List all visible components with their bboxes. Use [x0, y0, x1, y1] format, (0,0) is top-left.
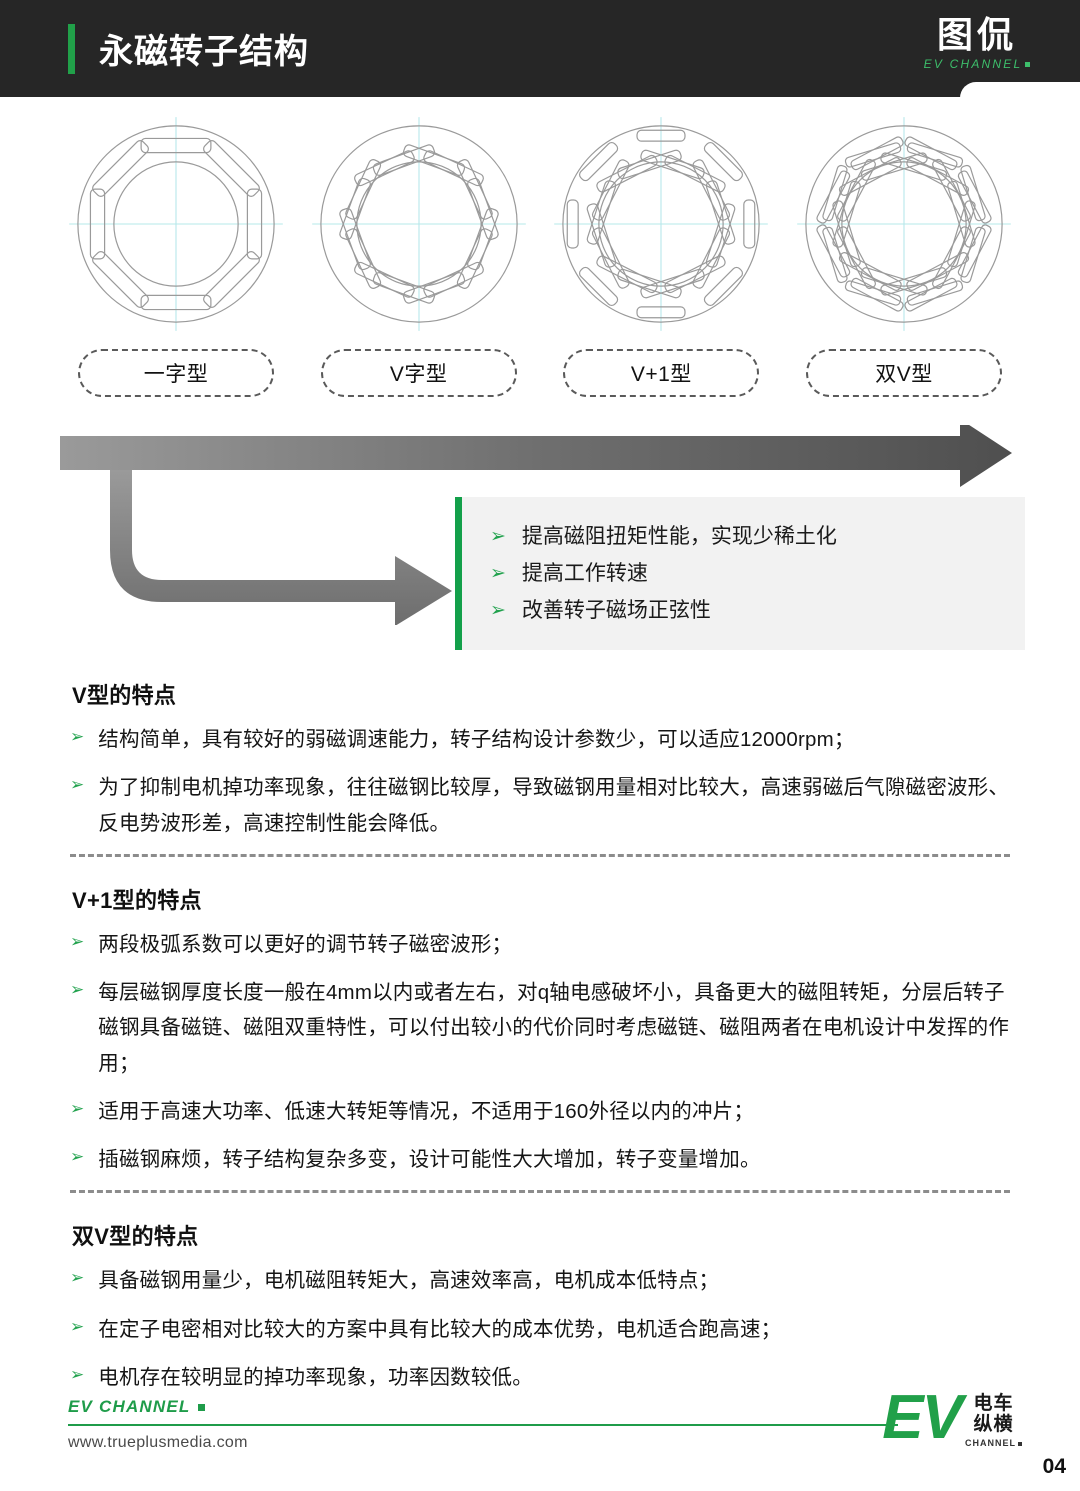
callout-item-text: 改善转子磁场正弦性 — [521, 599, 711, 622]
page-title: 永磁转子结构 — [99, 33, 309, 71]
bullet-point-text: 结构简单，具有较好的弱磁调速能力，转子结构设计参数少，可以适应12000rpm； — [98, 728, 855, 751]
footer-brand: EV CHANNEL — [68, 1397, 898, 1417]
brand-logo-mark: 图侃 — [936, 14, 1017, 55]
section-double-v-type: 双V型的特点 ➢ 具备磁钢用量少，电机磁阻转矩大，高速效率高，电机成本低特点； … — [70, 1199, 1010, 1395]
footer-logo-cn-line1: 电车 — [973, 1393, 1014, 1414]
rotor-diagram-row: 一字型 — [0, 97, 1080, 397]
footer-website-url: www.trueplusmedia.com — [68, 1434, 248, 1451]
arrow-bullet-icon: ➢ — [70, 1316, 85, 1336]
footer-logo-chinese-block: 电车 纵横 CHANNEL — [965, 1389, 1022, 1448]
callout-item-text: 提高磁阻扭矩性能，实现少稀土化 — [521, 525, 837, 548]
arrow-bullet-icon: ➢ — [70, 1268, 85, 1288]
section-v-plus-1-type: V+1型的特点 ➢ 两段极弧系数可以更好的调节转子磁密波形； ➢ 每层磁钢厚度长… — [70, 863, 1010, 1178]
section-divider — [70, 1190, 1010, 1194]
section-v-type: V型的特点 ➢ 结构简单，具有较好的弱磁调速能力，转子结构设计参数少，可以适应1… — [70, 658, 1010, 841]
rotor-diagram-double-v-icon — [797, 117, 1011, 331]
arrow-bullet-icon: ➢ — [490, 563, 506, 584]
bullet-point-text: 在定子电密相对比较大的方案中具有比较大的成本优势，电机适合跑高速； — [98, 1317, 782, 1341]
brand-logo-top: 图侃 EV CHANNEL — [902, 14, 1052, 71]
callout-item: ➢ 提高工作转速 — [490, 555, 1025, 592]
arrow-bullet-icon: ➢ — [490, 600, 506, 621]
evolution-arrow-icon — [60, 425, 1012, 625]
arrow-bullet-icon: ➢ — [490, 526, 506, 547]
bullet-point: ➢ 两段极弧系数可以更好的调节转子磁密波形； — [70, 927, 1010, 962]
bullet-point-text: 两段极弧系数可以更好的调节转子磁密波形； — [98, 932, 513, 956]
callout-item: ➢ 改善转子磁场正弦性 — [490, 592, 1025, 629]
section-title: V型的特点 — [72, 683, 177, 708]
section-title: V+1型的特点 — [72, 887, 202, 913]
rotor-diagram-v-icon — [311, 117, 526, 331]
header-accent-bar — [68, 23, 75, 74]
brand-logo-subtitle-text: EV CHANNEL — [923, 57, 1023, 72]
page-number: 04 — [1042, 1455, 1066, 1478]
arrow-bullet-icon: ➢ — [70, 980, 85, 999]
rotor-label-v: V字型 — [320, 349, 517, 397]
rotor-label-straight: 一字型 — [78, 349, 274, 397]
rotor-card-v: V字型 — [309, 115, 529, 397]
bullet-point: ➢ 结构简单，具有较好的弱磁调速能力，转子结构设计参数少，可以适应12000rp… — [70, 722, 1010, 757]
evolution-arrow-block: ➢ 提高磁阻扭矩性能，实现少稀土化 ➢ 提高工作转速 ➢ 改善转子磁场正弦性 — [0, 425, 1080, 650]
bullet-point: ➢ 具备磁钢用量少，电机磁阻转矩大，高速效率高，电机成本低特点； — [70, 1263, 1010, 1298]
rotor-card-v-plus-1: V+1型 — [551, 115, 771, 397]
bullet-point-text: 具备磁钢用量少，电机磁阻转矩大，高速效率高，电机成本低特点； — [98, 1269, 720, 1293]
rotor-label-double-v: 双V型 — [805, 349, 1002, 397]
page-footer: EV CHANNEL www.trueplusmedia.com EV 电车 纵… — [0, 1381, 1080, 1491]
arrow-bullet-icon: ➢ — [70, 1147, 85, 1166]
footer-logo-channel-text: CHANNEL — [965, 1437, 1016, 1448]
bullet-point: ➢ 插磁钢麻烦，转子结构复杂多变，设计可能性大大增加，转子变量增加。 — [70, 1142, 1010, 1177]
footer-brand-text: EV CHANNEL — [68, 1397, 191, 1416]
bullet-point-text: 适用于高速大功率、低速大转矩等情况，不适用于160外径以内的冲片； — [98, 1099, 755, 1123]
bullet-point-text: 电机存在较明显的掉功率现象，功率因数较低。 — [98, 1365, 533, 1389]
arrow-bullet-icon: ➢ — [70, 1098, 85, 1118]
header-corner-notch — [960, 82, 1080, 98]
square-marker-icon — [197, 1404, 205, 1411]
bullet-point: ➢ 电机存在较明显的掉功率现象，功率因数较低。 — [70, 1360, 1010, 1395]
callout-item-text: 提高工作转速 — [521, 562, 648, 585]
rotor-label-v-plus-1: V+1型 — [563, 349, 760, 397]
bullet-point: ➢ 在定子电密相对比较大的方案中具有比较大的成本优势，电机适合跑高速； — [70, 1312, 1010, 1347]
arrow-bullet-icon: ➢ — [70, 775, 85, 795]
bullet-point-text: 插磁钢麻烦，转子结构复杂多变，设计可能性大大增加，转子变量增加。 — [98, 1148, 761, 1171]
footer-left-block: EV CHANNEL www.trueplusmedia.com — [68, 1397, 898, 1452]
brand-logo-subtitle: EV CHANNEL — [902, 57, 1052, 71]
section-divider — [70, 853, 1010, 857]
bullet-point: ➢ 为了抑制电机掉功率现象，往往磁钢比较厚，导致磁钢用量相对比较大，高速弱磁后气… — [70, 770, 1010, 841]
arrow-bullet-icon: ➢ — [70, 727, 85, 746]
square-marker-icon — [1025, 62, 1031, 68]
rotor-card-double-v: 双V型 — [794, 115, 1014, 397]
benefits-callout: ➢ 提高磁阻扭矩性能，实现少稀土化 ➢ 提高工作转速 ➢ 改善转子磁场正弦性 — [455, 497, 1025, 650]
square-marker-icon — [1018, 1441, 1022, 1446]
arrow-bullet-icon: ➢ — [70, 1364, 85, 1384]
footer-logo-cn-line2: 纵横 — [973, 1414, 1014, 1436]
page-header: 永磁转子结构 图侃 EV CHANNEL — [0, 0, 1080, 98]
content-sections: V型的特点 ➢ 结构简单，具有较好的弱磁调速能力，转子结构设计参数少，可以适应1… — [0, 650, 1080, 1395]
rotor-diagram-straight-icon — [69, 117, 283, 331]
footer-brand-logo: EV 电车 纵横 CHANNEL — [882, 1383, 1022, 1452]
arrow-bullet-icon: ➢ — [70, 931, 85, 951]
bullet-point-text: 为了抑制电机掉功率现象，往往磁钢比较厚，导致磁钢用量相对比较大，高速弱磁后气隙磁… — [98, 776, 1010, 835]
section-title: 双V型的特点 — [72, 1224, 199, 1250]
footer-divider-rule — [68, 1424, 898, 1426]
bullet-point: ➢ 适用于高速大功率、低速大转矩等情况，不适用于160外径以内的冲片； — [70, 1094, 1010, 1129]
rotor-diagram-v-plus-1-icon — [554, 117, 769, 331]
footer-logo-ev: EV — [882, 1383, 963, 1452]
bullet-point: ➢ 每层磁钢厚度长度一般在4mm以内或者左右，对q轴电感破坏小，具备更大的磁阻转… — [70, 975, 1010, 1081]
rotor-card-straight: 一字型 — [66, 115, 286, 397]
footer-logo-channel: CHANNEL — [965, 1438, 1022, 1448]
bullet-point-text: 每层磁钢厚度长度一般在4mm以内或者左右，对q轴电感破坏小，具备更大的磁阻转矩，… — [98, 981, 1010, 1075]
callout-item: ➢ 提高磁阻扭矩性能，实现少稀土化 — [490, 518, 1025, 555]
